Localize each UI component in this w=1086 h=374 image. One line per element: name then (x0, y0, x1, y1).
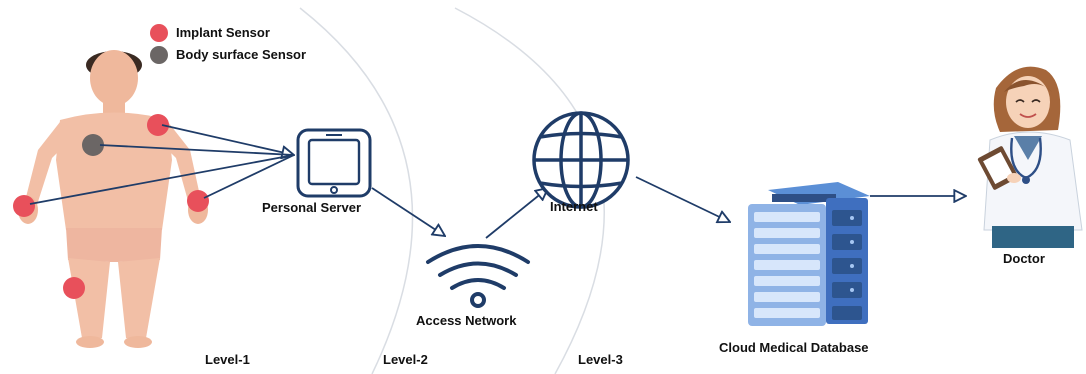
cloud-medical-database-label: Cloud Medical Database (719, 340, 869, 355)
level-1-label: Level-1 (205, 352, 250, 367)
link-left-wrist-to-server (29, 154, 295, 205)
link-chest-implant-to-server (161, 124, 294, 155)
implant-sensor-right-wrist (187, 190, 209, 212)
implant-sensor-knee (63, 277, 85, 299)
implant-sensor-legend-label: Implant Sensor (176, 25, 270, 40)
database-server-icon (748, 182, 870, 326)
level-2-label: Level-2 (383, 352, 428, 367)
body-surface-sensor-legend-dot (150, 46, 168, 64)
wifi-icon (426, 244, 530, 308)
link-server-to-access-network (371, 187, 445, 236)
level-3-label: Level-3 (578, 352, 623, 367)
personal-server-label: Personal Server (262, 200, 362, 215)
phone-icon (296, 128, 372, 198)
link-access-network-to-internet (485, 188, 548, 239)
link-internet-to-database (635, 176, 730, 222)
human-body-figure (18, 50, 208, 348)
level-boundary-arc-1 (299, 7, 414, 374)
doctor-illustration (977, 66, 1083, 248)
implant-sensor-legend-dot (150, 24, 168, 42)
implant-sensor-left-wrist (13, 195, 35, 217)
link-surface-to-server (99, 144, 295, 156)
implant-sensor-chest (147, 114, 169, 136)
link-right-wrist-to-server (203, 154, 295, 199)
globe-icon (532, 111, 630, 209)
body-surface-sensor-chest (82, 134, 104, 156)
doctor-label: Doctor (1003, 251, 1045, 266)
body-surface-sensor-legend-label: Body surface Sensor (176, 47, 307, 62)
internet-label: Internet (550, 199, 598, 214)
access-network-label: Access Network (416, 313, 517, 328)
